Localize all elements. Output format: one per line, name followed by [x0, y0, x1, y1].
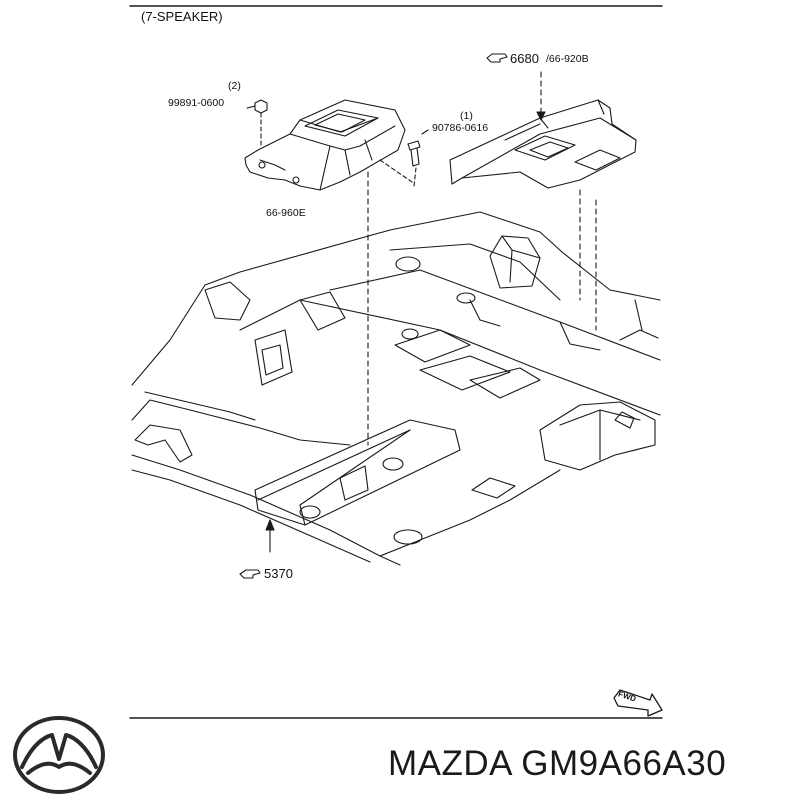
rear-tower	[489, 235, 541, 289]
cross-member	[254, 419, 461, 526]
qty-2: (2)	[228, 80, 241, 92]
fwd-arrow-icon	[613, 689, 663, 717]
part-90786-0616: 90786-0616	[432, 122, 489, 134]
part-99891-0600: 99891-0600	[168, 97, 225, 109]
header-title: (7-SPEAKER)	[141, 9, 223, 24]
pointing-hand-icon	[486, 53, 508, 63]
callout-6680: 6680	[510, 51, 539, 66]
qty-1: (1)	[460, 110, 473, 122]
mounting-bracket	[449, 99, 637, 189]
callout-5370: 5370	[264, 566, 293, 581]
callout-66-920b: /66-920B	[546, 53, 589, 65]
amplifier-unit	[244, 99, 406, 191]
mazda-logo-icon	[13, 716, 105, 794]
pointing-hand-icon	[239, 569, 261, 579]
bolt	[379, 129, 429, 187]
nut	[246, 99, 268, 149]
brand-part-number: MAZDA GM9A66A30	[388, 744, 727, 783]
part-66-960e: 66-960E	[266, 207, 306, 219]
floor-pan	[131, 211, 661, 566]
